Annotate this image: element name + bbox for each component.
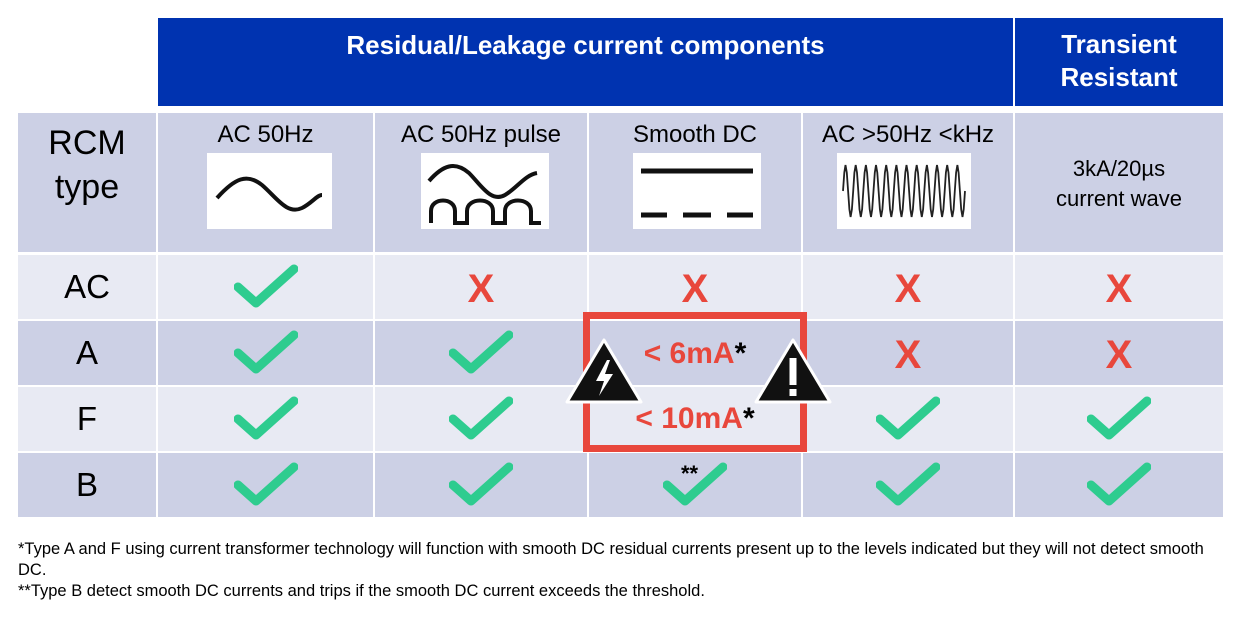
check-icon [876,462,940,506]
cross-icon: X [894,333,922,377]
check-icon [233,396,298,440]
rcm-type-line2: type [54,168,120,206]
row-label-a: A [18,321,156,385]
cell-ac-0 [158,255,373,319]
high-frequency-wave-icon [837,153,971,229]
type-f-limit-asterisk: * [742,402,755,435]
components-header: Residual/Leakage current components [158,18,1013,106]
cell-ac-3 [803,255,1013,319]
row-label-b: B [18,453,156,517]
cell-f-1 [375,387,587,451]
footnote-1: *Type A and F using current transformer … [18,540,1204,579]
cell-b-1 [375,453,587,517]
check-icon [876,396,940,440]
check-icon [449,330,513,374]
type-f-limit: < 10mA* [583,402,807,436]
rcm-type-header: RCM type [18,113,156,252]
cell-a-3 [803,321,1013,385]
smooth-dc-wave-icon [633,153,761,229]
exclamation-warning-icon [754,338,832,404]
footnote-2: **Type B detect smooth DC currents and t… [18,582,705,600]
check-icon [233,462,298,506]
check-icon [233,330,298,374]
col-header-ac50-label: AC 50Hz [217,121,314,148]
row-label-f: F [18,387,156,451]
row-label-ac: AC [18,255,156,319]
type-a-limit-value: < 6mA [643,337,735,370]
check-icon [449,396,513,440]
cross-icon: X [1105,267,1133,311]
transient-header-line2: Resistant [1060,62,1178,92]
cell-f-3 [803,387,1013,451]
col-header-transient: 3kA/20µs current wave [1015,113,1223,252]
cell-ac-2 [589,255,801,319]
cell-b-0 [158,453,373,517]
check-icon [1087,396,1151,440]
cell-f-0 [158,387,373,451]
cross-icon: X [681,267,709,311]
transient-header-line1: Transient [1061,29,1177,59]
col-header-achf-label: AC >50Hz <kHz [821,121,995,148]
footnote-mark: ** [681,461,699,486]
rcm-type-line1: RCM [48,124,126,162]
type-f-limit-value: < 10mA [635,402,743,435]
cell-b-3 [803,453,1013,517]
footnotes: *Type A and F using current transformer … [18,539,1233,602]
col-header-transient-line1: 3kA/20µs [1072,156,1166,181]
transient-header: Transient Resistant [1015,18,1223,106]
electric-hazard-warning-icon [565,338,643,404]
ac-pulse-wave-icon [421,153,549,229]
cell-a-4 [1015,321,1223,385]
col-header-ac50pulse-label: AC 50Hz pulse [400,121,562,148]
ac-sine-wave-icon [207,153,332,229]
cell-ac-4 [1015,255,1223,319]
cell-f-4 [1015,387,1223,451]
cell-a-1 [375,321,587,385]
cross-icon: X [894,267,922,311]
cell-b-4 [1015,453,1223,517]
cell-b-2 [589,453,801,517]
col-header-transient-line2: current wave [1056,186,1182,211]
cross-icon: X [467,267,495,311]
cell-a-0 [158,321,373,385]
type-a-limit-asterisk: * [734,337,747,370]
cross-icon: X [1105,333,1133,377]
cell-ac-1 [375,255,587,319]
col-header-smoothdc-label: Smooth DC [632,121,758,148]
type-a-limit: < 6mA* [583,337,807,371]
check-icon [449,462,513,506]
check-icon [1087,462,1151,506]
check-icon [663,462,727,506]
check-icon [233,264,298,308]
